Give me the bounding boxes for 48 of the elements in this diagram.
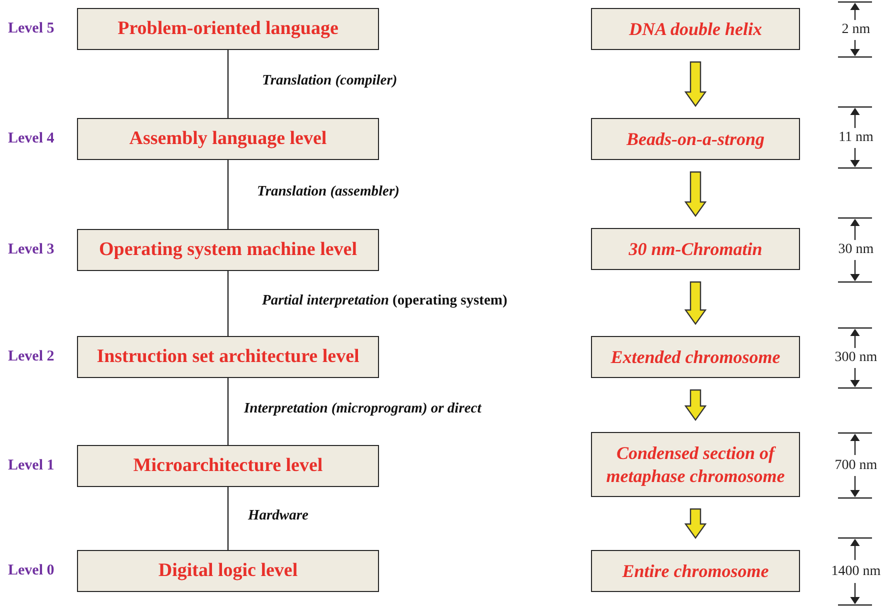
box-label: Microarchitecture level bbox=[133, 454, 323, 478]
level-box bbox=[591, 432, 800, 497]
dimension-label: 2 nm bbox=[842, 20, 870, 40]
dimension-label: 11 nm bbox=[838, 128, 874, 148]
connector-line bbox=[227, 50, 229, 118]
connector-line bbox=[227, 487, 229, 550]
connector-line bbox=[227, 271, 229, 336]
box-label: Beads-on-a-strong bbox=[626, 128, 764, 150]
edge-label: Partial interpretation (operating system) bbox=[262, 292, 508, 309]
box-label: Condensed section of metaphase chromosome bbox=[605, 442, 786, 487]
level-box bbox=[591, 336, 800, 378]
block-arrow bbox=[684, 61, 707, 108]
level-box bbox=[77, 445, 379, 487]
level-box bbox=[591, 550, 800, 592]
box-label: Operating system machine level bbox=[98, 238, 358, 262]
box-label: Problem-oriented language bbox=[118, 17, 338, 41]
level-label: Level 1 bbox=[8, 458, 54, 474]
level-box bbox=[77, 336, 379, 378]
box-label: DNA double helix bbox=[628, 18, 762, 40]
block-arrow bbox=[684, 389, 707, 422]
level-label: Level 2 bbox=[8, 348, 54, 366]
box-label: Entire chromosome bbox=[622, 560, 769, 582]
level-box bbox=[77, 118, 379, 160]
box-label: Digital logic level bbox=[158, 559, 298, 583]
box-label: Instruction set architecture level bbox=[96, 345, 360, 369]
edge-label: Interpretation (microprogram) or direct bbox=[244, 400, 482, 417]
connector-line bbox=[227, 378, 229, 445]
level-label: Level 5 bbox=[8, 20, 54, 38]
level-box bbox=[591, 228, 800, 270]
box-label: Assembly language level bbox=[129, 127, 327, 151]
level-box bbox=[591, 8, 800, 50]
box-label: Extended chromosome bbox=[610, 346, 780, 368]
level-box bbox=[77, 8, 379, 50]
edge-label: Translation (assembler) bbox=[257, 183, 400, 200]
edge-label: Translation (compiler) bbox=[262, 72, 398, 90]
level-label: Level 4 bbox=[8, 130, 54, 148]
block-arrow bbox=[684, 508, 707, 540]
block-arrow bbox=[684, 171, 707, 218]
dimension-label: 300 nm bbox=[834, 348, 878, 368]
level-box bbox=[77, 229, 379, 271]
box-label: 30 nm-Chromatin bbox=[628, 238, 762, 260]
edge-label: Hardware bbox=[248, 507, 308, 524]
connector-line bbox=[227, 160, 229, 229]
level-label: Level 3 bbox=[8, 242, 54, 258]
level-box bbox=[591, 118, 800, 160]
level-label: Level 0 bbox=[8, 562, 54, 580]
level-box bbox=[77, 550, 379, 592]
block-arrow bbox=[684, 281, 707, 326]
